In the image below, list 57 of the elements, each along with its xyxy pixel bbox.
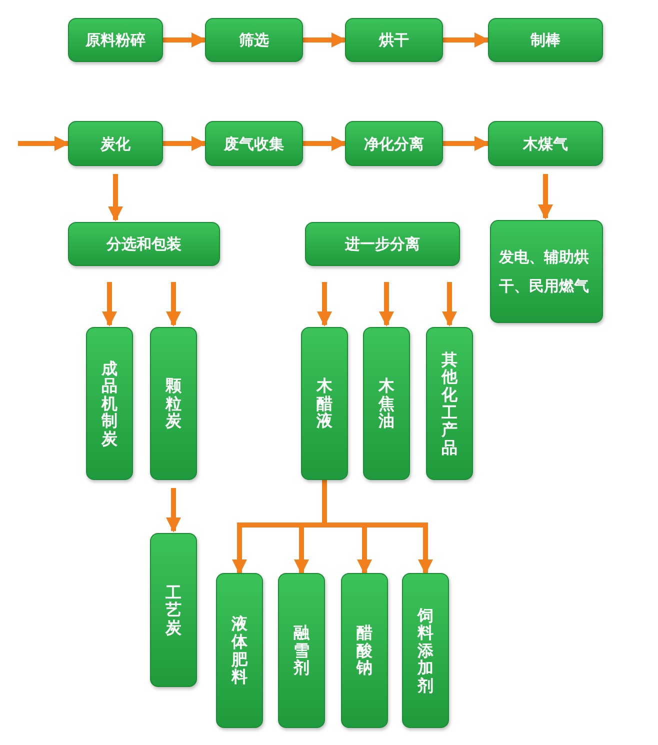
- process-box: [488, 18, 603, 62]
- process-box: [345, 121, 443, 166]
- step-label: 木醋液: [316, 377, 332, 430]
- process-box: [345, 18, 443, 62]
- arrow: [166, 282, 181, 326]
- step-label: 发电、辅助烘干、民用燃气: [498, 247, 590, 296]
- step-label: 醋酸钠: [356, 624, 372, 677]
- step-label: 筛选: [238, 31, 270, 49]
- step-label: 其他化工产品: [442, 350, 458, 456]
- arrow: [166, 488, 181, 532]
- process-box: [278, 573, 325, 728]
- process-box: [301, 327, 348, 480]
- step-label: 液体肥料: [232, 615, 248, 686]
- step-label: 净化分离: [363, 134, 425, 152]
- step-label: 木焦油: [378, 377, 394, 430]
- step-label: 分选和包装: [105, 235, 182, 253]
- process-box: [86, 327, 133, 480]
- step-label: 废气收集: [222, 134, 285, 152]
- arrow: [443, 136, 490, 151]
- process-box: [205, 18, 303, 62]
- step-label: 颗粒炭: [166, 377, 182, 430]
- process-box: [150, 327, 197, 480]
- process-box: [488, 121, 603, 166]
- step-label: 原料粉碎: [84, 31, 146, 49]
- step-label: 饲料添加剂: [418, 606, 434, 694]
- arrow: [442, 282, 457, 326]
- arrow: [317, 282, 332, 326]
- arrow: [163, 32, 206, 48]
- step-label: 炭化: [99, 134, 132, 152]
- arrow: [538, 174, 553, 220]
- step-label: 木煤气: [522, 134, 569, 152]
- arrow: [163, 136, 206, 151]
- arrow: [443, 32, 490, 48]
- step-label: 成品机制炭: [102, 360, 118, 448]
- process-box: [216, 573, 263, 728]
- process-box: [150, 533, 197, 687]
- process-box: [68, 18, 163, 62]
- arrow: [303, 136, 346, 151]
- arrow: [102, 282, 117, 326]
- arrow: [379, 282, 394, 326]
- arrow: [18, 136, 70, 151]
- process-box: [402, 573, 449, 728]
- process-box: [305, 222, 460, 266]
- step-label: 制棒: [529, 31, 562, 49]
- arrow: [108, 174, 123, 222]
- process-box: [426, 327, 473, 480]
- process-box: [341, 573, 388, 728]
- step-label: 烘干: [378, 31, 410, 49]
- process-box: [363, 327, 410, 480]
- step-label: 进一步分离: [344, 235, 421, 253]
- arrow: [303, 32, 346, 48]
- process-box: [490, 220, 603, 323]
- process-box: [205, 121, 303, 166]
- step-label: 融雪剂: [294, 624, 310, 677]
- step-label: 工艺炭: [166, 584, 182, 636]
- process-box: [68, 121, 163, 166]
- process-box: [68, 222, 220, 266]
